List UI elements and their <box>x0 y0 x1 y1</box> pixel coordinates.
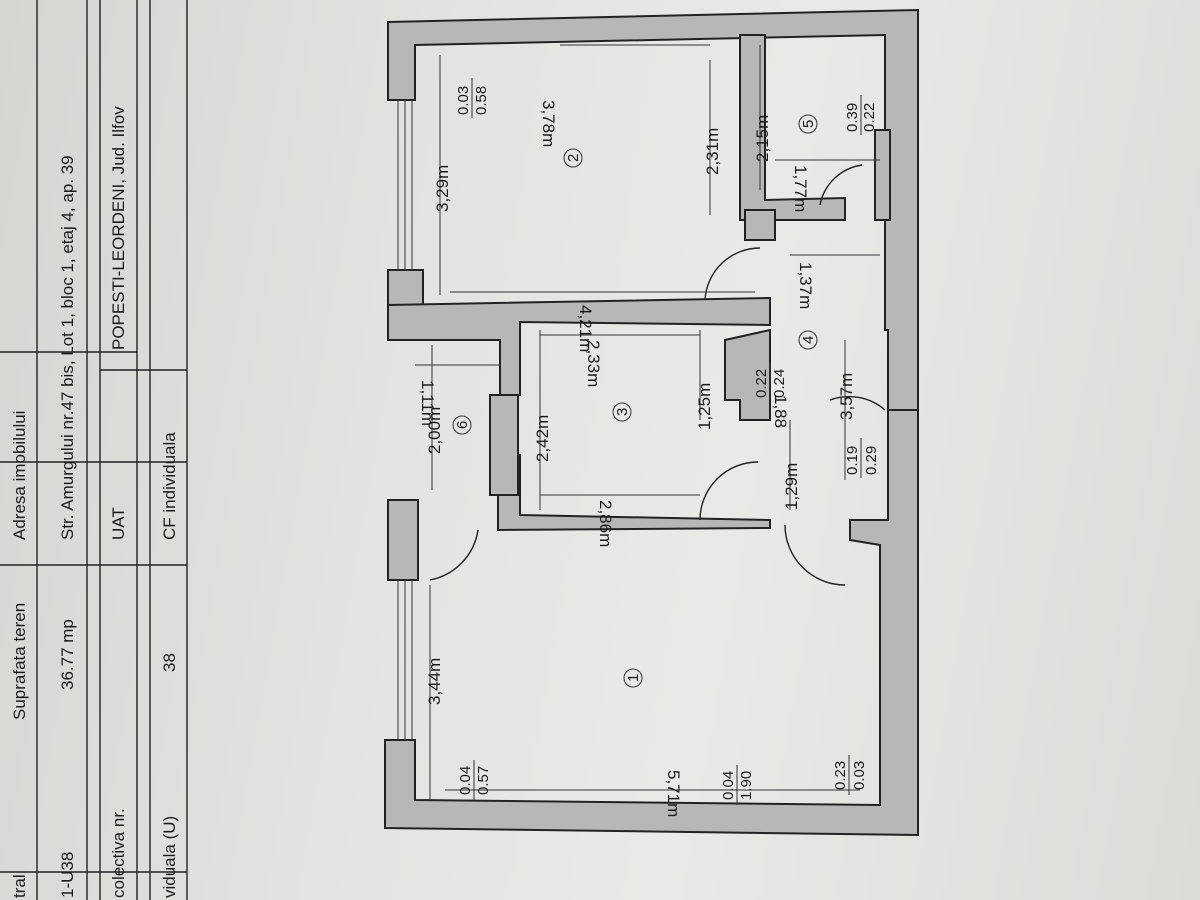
dim-r2-corridor: 4,21m <box>576 305 595 352</box>
outer-wall <box>387 8 919 421</box>
dim-r4-a: 1,29m <box>782 463 801 510</box>
dim-r4-c: 3,57m <box>837 373 856 420</box>
internal-wall <box>724 328 771 421</box>
fraction-top: 0.04 <box>457 766 474 795</box>
door-arc <box>704 247 761 301</box>
room-marker <box>798 114 818 134</box>
room-marker <box>623 668 643 688</box>
internal-wall <box>387 296 771 396</box>
door-arc <box>819 164 863 206</box>
fraction-top: 0.19 <box>844 446 861 475</box>
fraction-bottom: 1.90 <box>738 771 755 800</box>
table-cell-text: 1-U38 <box>58 852 77 898</box>
outer-wall-right <box>384 409 919 837</box>
uat-value: POPESTI-LEORDENI, Jud. Ilfov <box>109 106 128 350</box>
table-cell-text: tral <box>10 874 29 898</box>
fraction-bottom: 0.29 <box>863 446 880 475</box>
dim-r2-height: 3,29m <box>433 165 452 212</box>
floor-plan: 3,44m 2,00m 3,29m 2,42m 1,25m 2,31m 2,15… <box>384 8 919 837</box>
level-annotations: 0.04 0.57 0.04 1.90 0.23 0.03 0.03 0.58 … <box>455 78 880 805</box>
dim-r2-width: 3,78m <box>539 100 558 147</box>
room-number: 1 <box>625 674 642 682</box>
internal-wall <box>744 209 776 241</box>
fraction-bottom: 0.58 <box>473 86 490 115</box>
fraction-top: 0.22 <box>753 369 770 398</box>
dim-r4-b: 1,88 <box>771 395 790 428</box>
adresa-value: Str. Amurgului nr.47 bis, Lot 1, bloc 1,… <box>58 155 77 540</box>
room-marker <box>563 148 583 168</box>
fraction-top: 0.04 <box>720 771 737 800</box>
individuala-value: 38 <box>160 653 179 672</box>
room-labels: 1 2 3 4 5 6 <box>452 114 818 688</box>
wall-segment <box>489 394 519 496</box>
room-marker <box>612 402 632 422</box>
dim-r3-width-b: 2,86m <box>596 500 615 547</box>
room-number: 4 <box>800 336 817 344</box>
dim-r6-width: 2,00m <box>425 407 444 454</box>
door-arc <box>429 529 479 581</box>
suprafata-label: Suprafata teren <box>10 603 29 720</box>
fraction-top: 0.03 <box>455 86 472 115</box>
dim-r4-d: 1,37m <box>796 262 815 309</box>
room-number: 6 <box>454 421 471 429</box>
fraction-top: 0.23 <box>832 761 849 790</box>
dim-r5-height: 2,15m <box>753 115 772 162</box>
dim-r2-hall: 2,31m <box>703 128 722 175</box>
wall-segment <box>874 129 891 221</box>
dim-r3-height: 2,42m <box>533 415 552 462</box>
dim-r3-width: 2,33m <box>584 340 603 387</box>
door-arc <box>699 461 759 521</box>
cf-label: CF individuala <box>160 432 179 540</box>
room-number: 5 <box>800 120 817 128</box>
dimension-lines <box>415 44 880 800</box>
dim-r3-inner: 1,25m <box>695 383 714 430</box>
suprafata-value: 36.77 mp <box>58 619 77 690</box>
window <box>397 100 413 740</box>
fraction-bottom: 0.24 <box>771 369 788 398</box>
table-cell-text: viduala (U) <box>160 816 179 898</box>
dim-r1-width: 5,71m <box>664 770 683 817</box>
room-marker <box>452 415 472 435</box>
room-number: 2 <box>565 154 582 162</box>
dim-r5-width: 1,77m <box>791 165 810 212</box>
table-cell-text: colectiva nr. <box>109 808 128 898</box>
fraction-bottom: 0.03 <box>851 761 868 790</box>
fraction-bottom: 0.22 <box>861 103 878 132</box>
room-marker <box>798 330 818 350</box>
wall-segment <box>387 499 419 581</box>
adresa-label: Adresa imobilului <box>10 411 29 540</box>
dim-r6-depth: 1,11m <box>418 380 437 426</box>
door-arc <box>784 524 846 586</box>
fraction-top: 0.39 <box>844 103 861 132</box>
internal-wall <box>739 34 846 221</box>
cadastral-table: tral 1-U38 colectiva nr. viduala (U) Sup… <box>0 0 188 900</box>
door-arc <box>829 395 886 411</box>
room-number: 3 <box>614 408 631 416</box>
fraction-bottom: 0.57 <box>475 766 492 795</box>
internal-wall <box>497 454 771 532</box>
dim-r1-height: 3,44m <box>425 658 444 705</box>
uat-label: UAT <box>109 507 128 540</box>
